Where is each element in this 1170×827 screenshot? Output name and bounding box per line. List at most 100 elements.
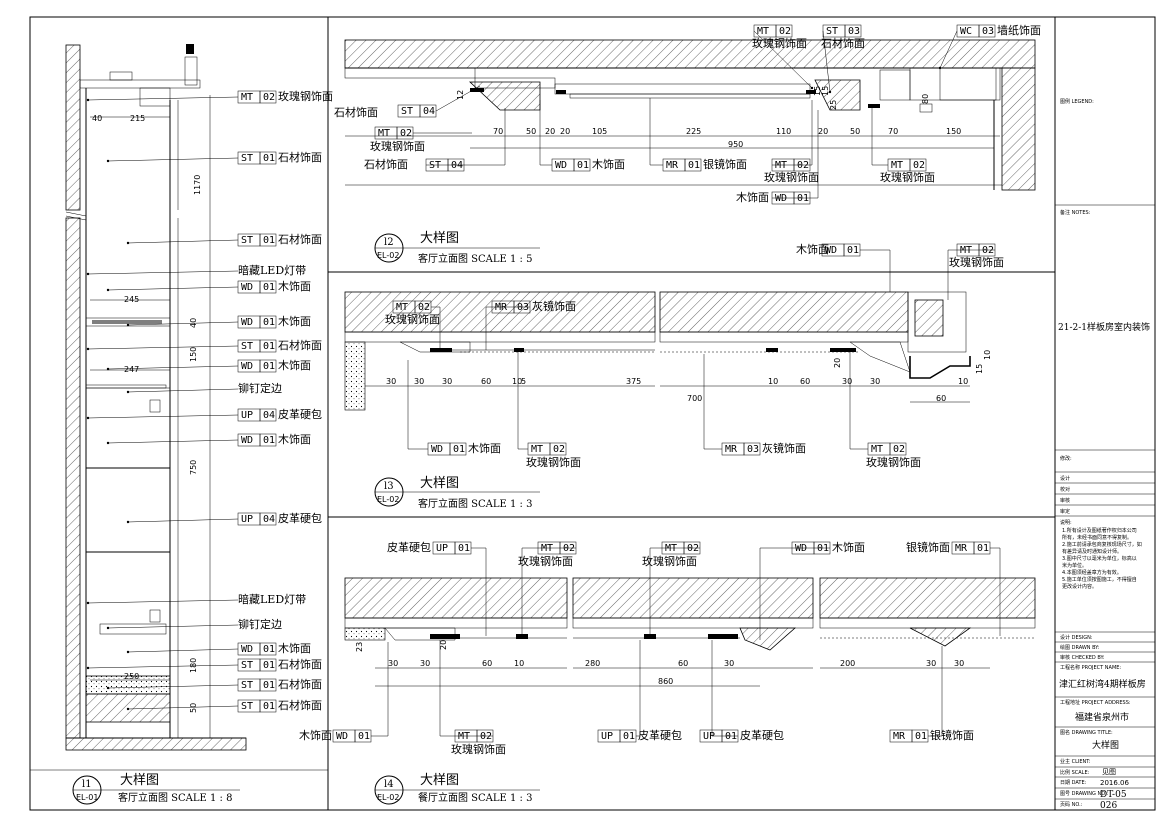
material-name: 玫瑰钢饰面 <box>451 742 506 756</box>
svg-text:50: 50 <box>850 127 860 136</box>
material-name: 玫瑰钢饰面 <box>370 139 425 153</box>
material-number: 01 <box>263 317 275 328</box>
material-code: ST <box>429 160 441 171</box>
detail-l1-dims: 40 215 1170 245 40 150 247 750 250 180 5… <box>92 114 202 713</box>
svg-text:150: 150 <box>189 347 198 362</box>
svg-text:250: 250 <box>124 672 139 681</box>
svg-text:15: 15 <box>813 86 822 96</box>
material-number: 04 <box>451 160 463 171</box>
material-code: UP <box>241 514 253 525</box>
material-code: MT <box>891 160 903 171</box>
material-name: 玫瑰钢饰面 <box>642 554 697 568</box>
material-code: WD <box>775 193 787 204</box>
svg-text:l3: l3 <box>384 481 394 492</box>
material-name: 墙纸饰面 <box>997 23 1041 37</box>
project-name: 津汇红树湾4期样板房 <box>1059 678 1146 690</box>
material-name: 玫瑰钢饰面 <box>880 170 935 184</box>
svg-text:所有，未经书面同意不得复制。: 所有，未经书面同意不得复制。 <box>1062 534 1132 541</box>
svg-text:860: 860 <box>658 677 673 686</box>
svg-text:EL-02: EL-02 <box>377 495 399 504</box>
material-number: 01 <box>725 731 737 742</box>
material-code: ST <box>241 341 253 352</box>
svg-text:30: 30 <box>724 659 734 668</box>
svg-text:2016.06: 2016.06 <box>1100 779 1129 787</box>
svg-text:20: 20 <box>833 358 842 368</box>
material-name: 玫瑰钢饰面 <box>526 455 581 469</box>
material-code: ST <box>241 153 253 164</box>
material-name: 皮革硬包 <box>387 540 431 554</box>
svg-text:图号 DRAWING NO.:: 图号 DRAWING NO.: <box>1060 791 1109 797</box>
material-callout: 暗藏LED灯带 <box>86 263 306 277</box>
svg-text:设计: 设计 <box>1060 475 1070 482</box>
svg-text:l4: l4 <box>384 779 394 790</box>
material-code: WD <box>431 444 443 455</box>
detail-l4-dims: 30 30 60 10 20 23 280 60 30 860 200 30 3… <box>355 640 964 686</box>
material-name: 木饰面 <box>278 279 311 293</box>
svg-text:105: 105 <box>592 127 607 136</box>
material-number: 01 <box>688 160 700 171</box>
material-code: MT <box>458 731 470 742</box>
material-code: MR <box>955 543 968 554</box>
title-block: 图例 LEGEND: 备注 NOTES: 21-2-1样板房室内装饰 修改: 设… <box>1055 98 1155 811</box>
material-number: 01 <box>623 731 635 742</box>
svg-text:10: 10 <box>983 350 992 360</box>
svg-text:图名 DRAWING TITLE:: 图名 DRAWING TITLE: <box>1060 729 1113 736</box>
svg-text:1170: 1170 <box>193 175 202 195</box>
material-name: 石材饰面 <box>278 698 322 712</box>
material-code: MT <box>757 26 769 37</box>
material-number: 01 <box>847 245 859 256</box>
material-name: 灰镜饰面 <box>532 299 576 313</box>
material-number: 02 <box>797 160 809 171</box>
material-number: 01 <box>263 235 275 246</box>
svg-text:30: 30 <box>842 377 852 386</box>
material-name: 木饰面 <box>736 190 769 204</box>
material-name: 木饰面 <box>299 728 332 742</box>
material-number: 02 <box>480 731 492 742</box>
svg-text:审核: 审核 <box>1060 497 1070 504</box>
svg-text:280: 280 <box>585 659 600 668</box>
material-code: MT <box>665 543 677 554</box>
svg-text:页码 NO.:: 页码 NO.: <box>1060 801 1083 808</box>
svg-text:EL-02: EL-02 <box>377 793 399 802</box>
svg-text:10: 10 <box>768 377 778 386</box>
material-name: 木饰面 <box>278 314 311 328</box>
material-number: 02 <box>553 444 565 455</box>
material-name: 木饰面 <box>278 641 311 655</box>
material-name: 皮革硬包 <box>638 728 682 742</box>
svg-text:15: 15 <box>821 86 830 96</box>
material-name: 暗藏LED灯带 <box>238 263 306 277</box>
svg-text:23: 23 <box>355 642 364 652</box>
material-code: MT <box>378 128 390 139</box>
detail-l1-title: l1 EL-01 大样图 客厅立面图 SCALE 1 : 8 <box>72 773 240 805</box>
material-code: MT <box>960 245 972 256</box>
svg-text:25: 25 <box>829 100 838 110</box>
svg-text:5: 5 <box>521 377 526 386</box>
material-name: 玫瑰钢饰面 <box>866 455 921 469</box>
material-code: MR <box>725 444 738 455</box>
svg-text:12: 12 <box>456 90 465 100</box>
svg-text:工程地址 PROJECT ADDRESS:: 工程地址 PROJECT ADDRESS: <box>1060 699 1131 706</box>
svg-text:150: 150 <box>946 127 961 136</box>
svg-text:180: 180 <box>189 658 198 673</box>
material-number: 02 <box>400 128 412 139</box>
material-name: 石材饰面 <box>278 150 322 164</box>
sheet-border <box>29 16 1156 811</box>
svg-text:10: 10 <box>512 377 522 386</box>
material-number: 02 <box>418 302 430 313</box>
